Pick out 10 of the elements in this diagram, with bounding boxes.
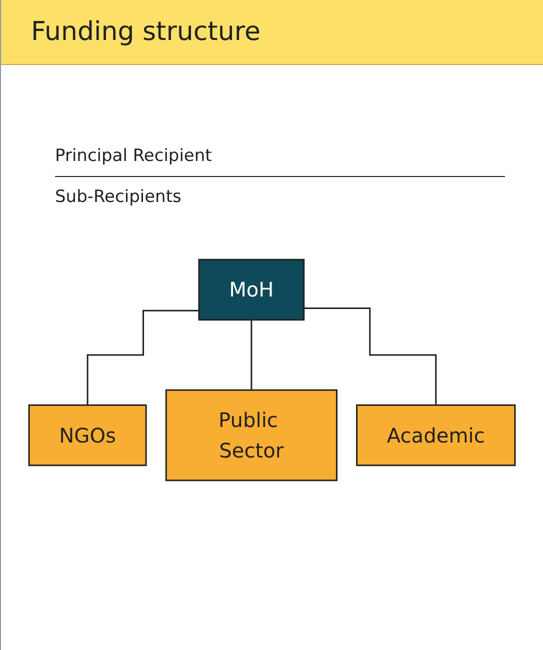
node-box: NGOs — [28, 404, 147, 466]
connector — [86, 310, 199, 406]
tier-label: Principal Recipient — [55, 146, 212, 166]
node-box: Public Sector — [165, 389, 338, 482]
title-banner: Funding structure — [1, 0, 543, 65]
connector — [304, 308, 437, 406]
connector — [250, 319, 252, 391]
node-box: Academic — [356, 404, 516, 466]
node-box: MoH — [198, 258, 305, 321]
tier-label: Sub-Recipients — [55, 187, 182, 207]
